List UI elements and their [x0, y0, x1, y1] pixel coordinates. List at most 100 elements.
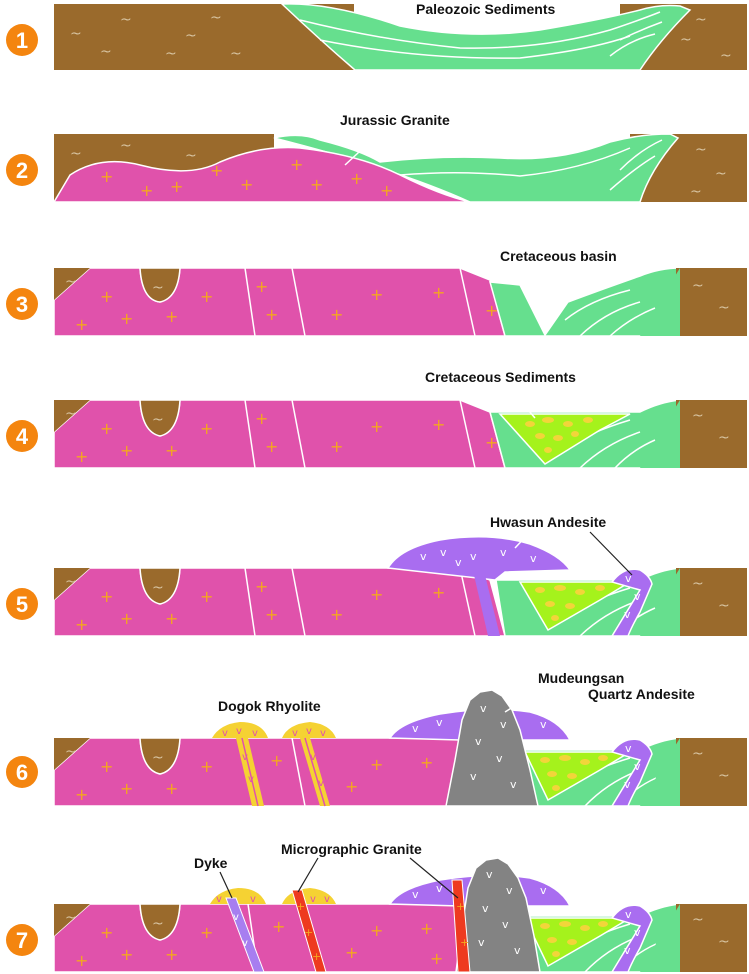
svg-text:v: v — [412, 722, 419, 735]
hwasun-andesite-east — [610, 904, 653, 973]
svg-text:+: + — [100, 167, 113, 186]
stage-7-label-2: Micrographic Granite — [281, 841, 422, 857]
svg-text:~: ~ — [120, 138, 132, 154]
svg-text:+: + — [100, 923, 113, 942]
stage-4-panel: ~ ~ ~ ~ +++ +++ +++ ++ Cretaceous Sedime… — [6, 369, 747, 469]
stage-6-badge — [6, 756, 38, 788]
svg-text:+: + — [100, 587, 113, 606]
stage-3-panel: ~ ~ ~ ~ +++ +++ +++ ++ Cretaceous basin … — [6, 248, 747, 337]
dyke — [225, 897, 265, 973]
svg-text:+: + — [370, 585, 383, 604]
svg-text:v: v — [500, 718, 507, 731]
svg-text:+: + — [420, 753, 433, 772]
svg-text:v: v — [292, 728, 298, 739]
svg-text:v: v — [436, 882, 443, 895]
svg-text:v: v — [500, 546, 507, 559]
svg-text:~: ~ — [152, 750, 164, 766]
svg-text:~: ~ — [690, 184, 702, 200]
paleozoic-sediments — [280, 3, 692, 71]
svg-text:~: ~ — [692, 408, 704, 424]
svg-text:+: + — [165, 945, 178, 964]
stage-7-label-1: Dyke — [194, 855, 228, 871]
svg-text:v: v — [242, 752, 248, 763]
svg-text:+: + — [430, 949, 443, 968]
svg-text:+: + — [140, 181, 153, 200]
svg-text:+: + — [330, 437, 343, 456]
stage-5-badge — [6, 588, 38, 620]
svg-text:+: + — [255, 277, 268, 296]
svg-text:+: + — [350, 169, 363, 188]
svg-text:~: ~ — [692, 278, 704, 294]
svg-text:~: ~ — [120, 12, 132, 28]
svg-text:+: + — [265, 437, 278, 456]
cretaceous-sediments — [523, 751, 633, 802]
svg-text:v: v — [634, 590, 641, 603]
stage-1-label-1: Paleozoic Sediments — [416, 1, 555, 17]
basement-inlier — [139, 903, 181, 941]
jurassic-granite — [52, 146, 471, 203]
svg-text:v: v — [222, 728, 228, 739]
svg-text:v: v — [482, 902, 489, 915]
svg-text:v: v — [530, 552, 537, 565]
svg-text:+: + — [100, 757, 113, 776]
svg-text:v: v — [634, 760, 641, 773]
basement-inlier — [139, 567, 181, 605]
svg-text:v: v — [625, 908, 632, 921]
svg-text:+: + — [420, 919, 433, 938]
svg-text:+: + — [200, 587, 213, 606]
svg-text:+: + — [75, 315, 88, 334]
svg-text:~: ~ — [695, 12, 707, 28]
stage-2-badge — [6, 154, 38, 186]
svg-text:+: + — [255, 577, 268, 596]
svg-text:~: ~ — [65, 406, 77, 422]
svg-text:+: + — [165, 609, 178, 628]
svg-text:~: ~ — [152, 412, 164, 428]
stage-6-label-2: Mudeungsan — [538, 670, 624, 686]
svg-text:v: v — [470, 770, 477, 783]
stage-2-label-1: Jurassic Granite — [340, 112, 450, 128]
svg-text:v: v — [506, 884, 513, 897]
svg-text:~: ~ — [185, 148, 197, 164]
svg-text:v: v — [510, 778, 517, 791]
svg-text:+: + — [265, 305, 278, 324]
svg-text:~: ~ — [70, 146, 82, 162]
svg-text:v: v — [625, 572, 632, 585]
svg-text:+: + — [120, 441, 133, 460]
svg-text:+: + — [310, 175, 323, 194]
svg-text:+: + — [270, 751, 283, 770]
stage-1-panel: ~ ~ ~ ~ ~ ~ ~ ~ ~ ~ Paleozoic Sediments … — [6, 1, 747, 71]
basement-right — [676, 268, 747, 336]
stage-6-label-1: Dogok Rhyolite — [218, 698, 321, 714]
svg-text:v: v — [436, 716, 443, 729]
svg-text:v: v — [470, 550, 477, 563]
basement-right — [676, 568, 747, 636]
svg-text:+: + — [370, 285, 383, 304]
svg-text:v: v — [480, 702, 487, 715]
stage-1-number: 1 — [16, 28, 28, 53]
svg-text:+: + — [120, 779, 133, 798]
svg-text:~: ~ — [718, 768, 730, 784]
svg-text:v: v — [324, 894, 330, 905]
svg-text:+: + — [210, 161, 223, 180]
svg-text:+: + — [330, 605, 343, 624]
svg-text:+: + — [485, 301, 498, 320]
basement-left — [54, 904, 90, 936]
basement-right — [676, 904, 747, 972]
svg-text:v: v — [233, 912, 239, 923]
svg-text:v: v — [455, 556, 462, 569]
svg-text:+: + — [432, 415, 445, 434]
svg-text:~: ~ — [715, 166, 727, 182]
svg-text:v: v — [310, 894, 316, 905]
dogok-rhyolite-dome-1 — [212, 722, 268, 738]
basement-left — [54, 568, 90, 600]
svg-text:+: + — [370, 755, 383, 774]
svg-text:+: + — [370, 417, 383, 436]
svg-text:v: v — [540, 718, 547, 731]
basement-inlier — [139, 737, 181, 775]
stage-1-badge — [6, 24, 38, 56]
stage-2-panel: ~ ~ ~ ~ ~ ~ +++ +++ +++ Jurassic Granite… — [6, 112, 747, 203]
svg-text:~: ~ — [230, 46, 242, 62]
